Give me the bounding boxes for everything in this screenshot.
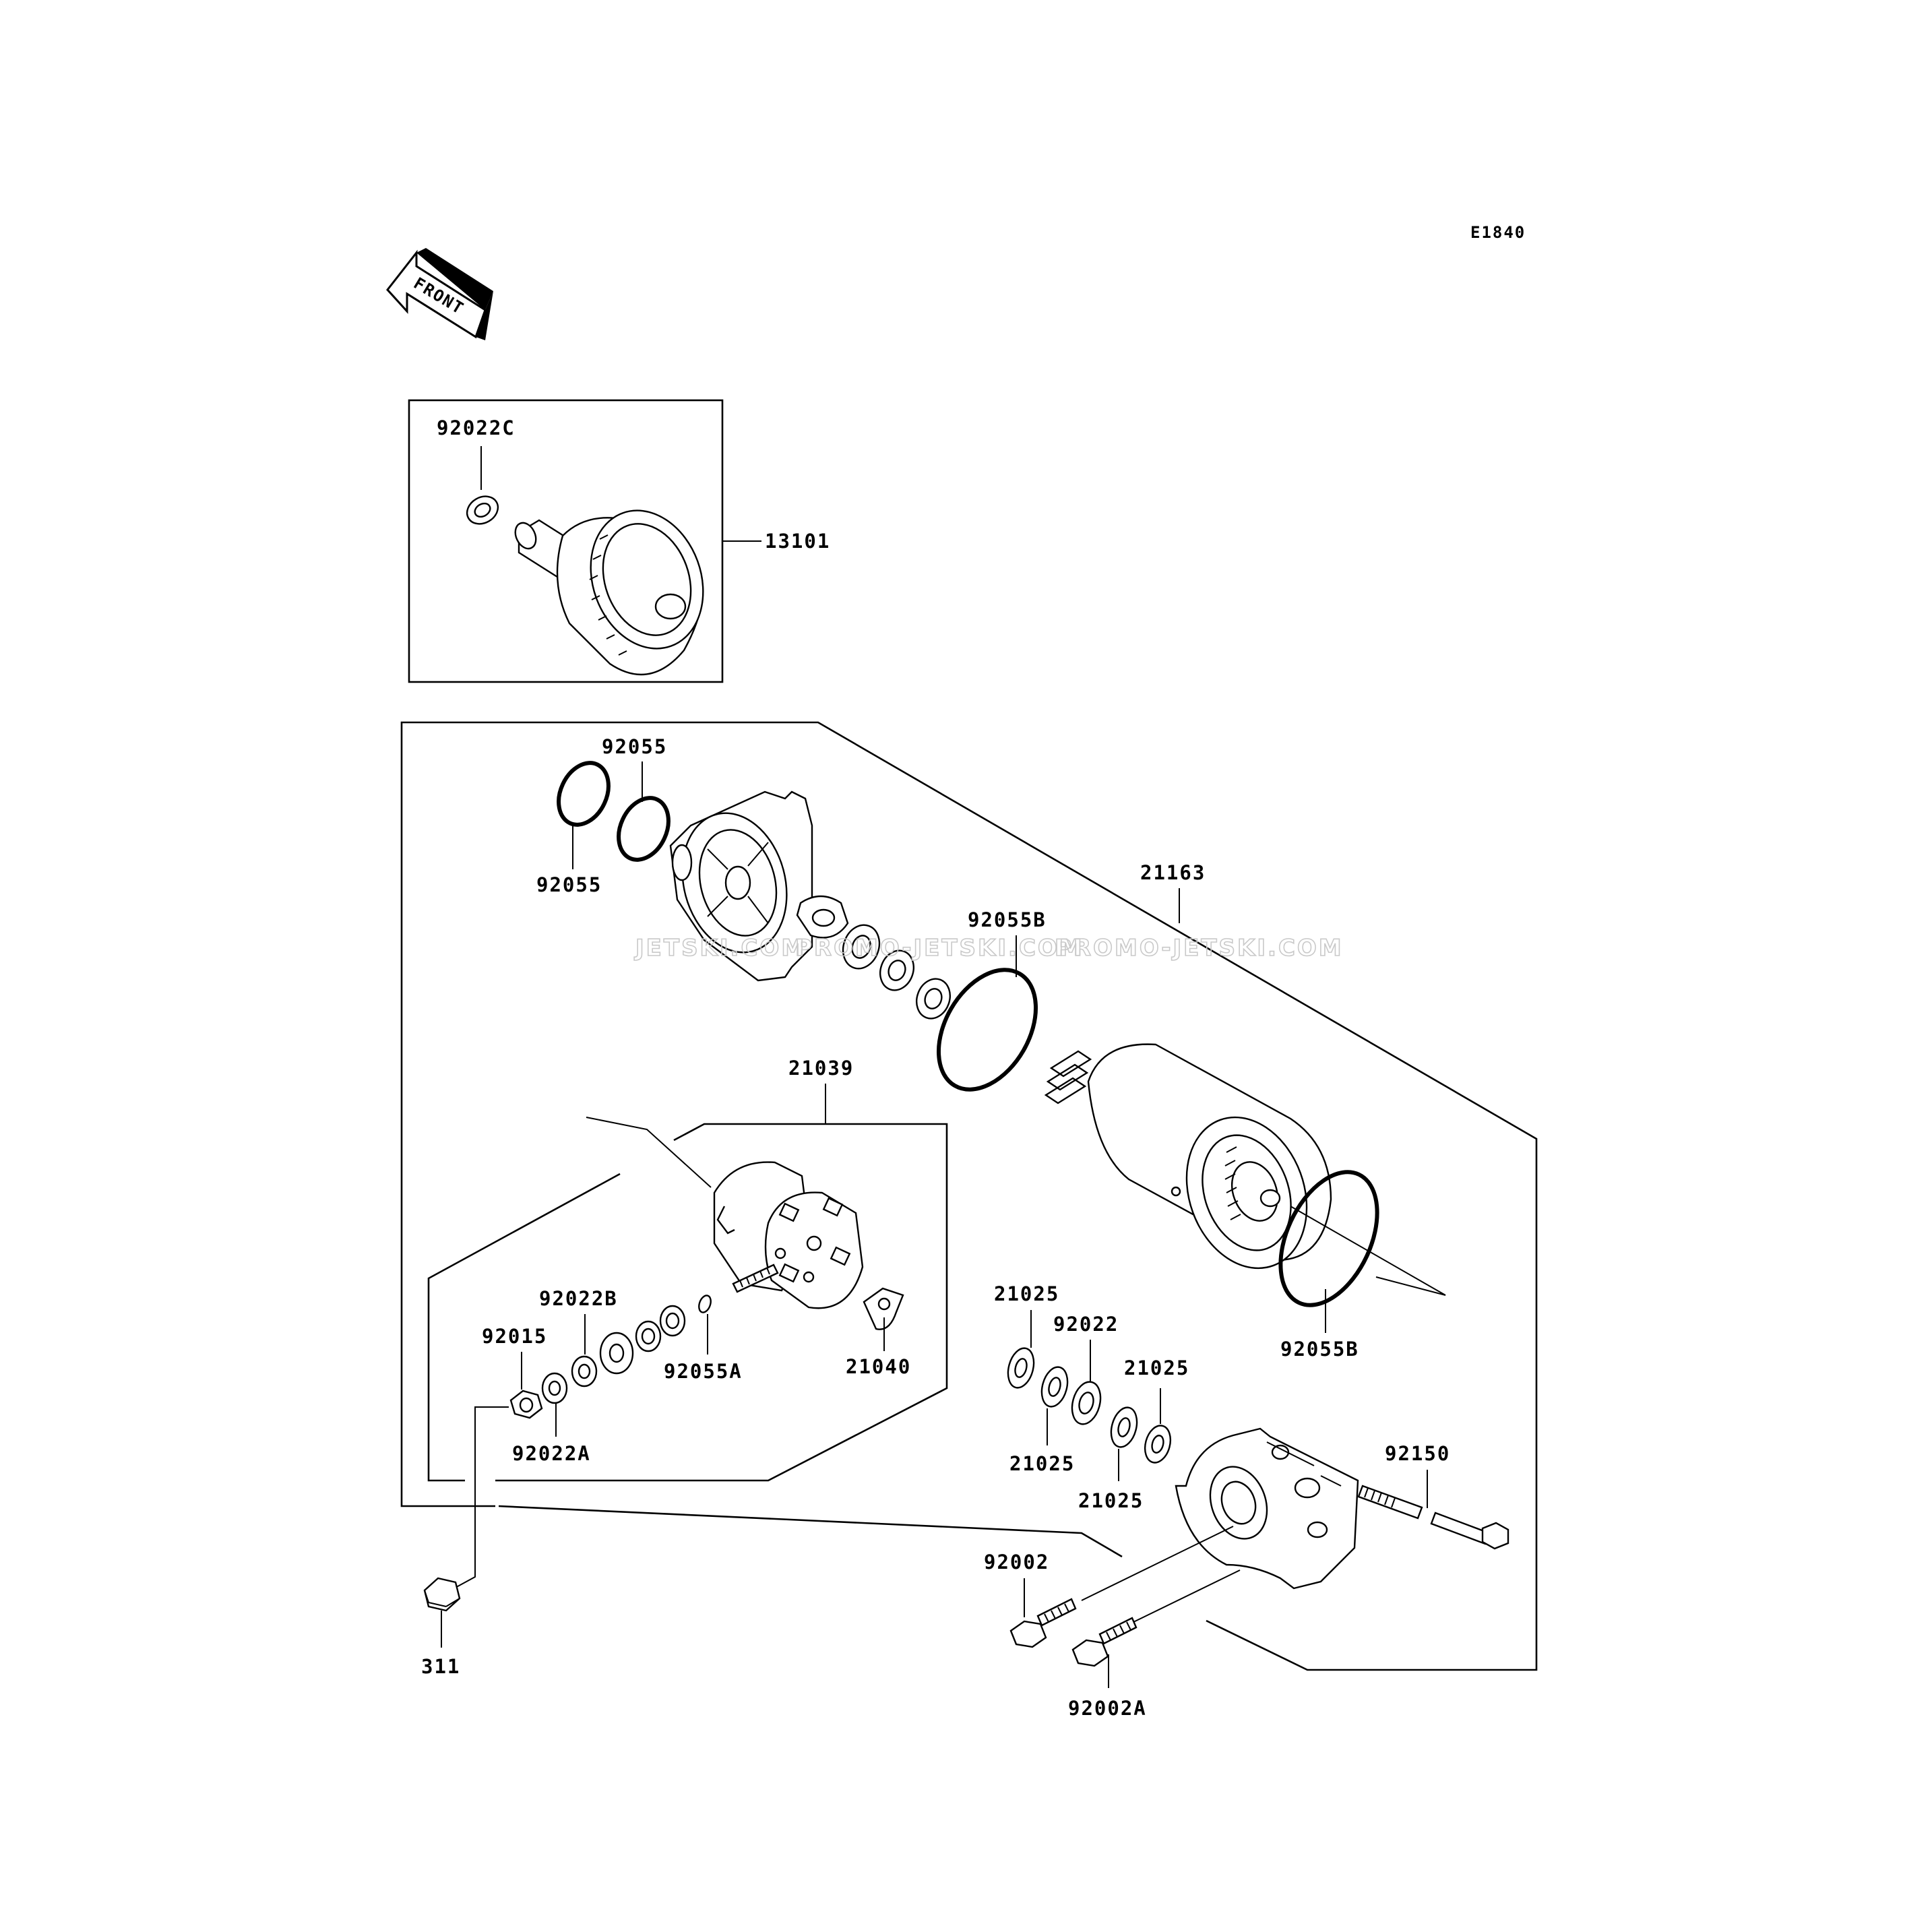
starter-clutch-13101	[514, 509, 704, 676]
part-label-92055B-bottom: 92055B	[1280, 1338, 1359, 1361]
shim-21025-d	[1144, 1425, 1172, 1464]
shim-21025-b	[1040, 1366, 1069, 1408]
part-label-21040: 21040	[846, 1355, 911, 1378]
part-label-21025-c: 21025	[1078, 1489, 1144, 1512]
shim-21025-c	[1110, 1406, 1138, 1448]
spring-21040	[863, 1287, 904, 1330]
shim-21025-a	[1007, 1347, 1035, 1389]
guide-line	[1131, 1569, 1241, 1623]
washer-92022	[1071, 1381, 1102, 1425]
part-label-92002: 92002	[984, 1551, 1049, 1573]
diagram-code: E1840	[1470, 223, 1526, 242]
front-arrow-icon: FRONT	[386, 248, 493, 340]
leader-line	[452, 1406, 509, 1590]
nut-311	[423, 1577, 461, 1612]
brush-holder-21039	[713, 1161, 864, 1309]
part-label-92055-top: 92055	[602, 735, 667, 758]
part-label-21025-d: 21025	[1124, 1357, 1189, 1379]
part-label-92022A: 92022A	[512, 1442, 591, 1465]
watermark-text-1: JETSKI.COM	[634, 935, 806, 962]
o-ring-92055B-top	[936, 968, 1038, 1092]
o-ring-92055-b	[617, 796, 671, 862]
part-label-92055A: 92055A	[664, 1360, 743, 1383]
part-label-92002A: 92002A	[1068, 1697, 1147, 1720]
washer	[635, 1320, 662, 1352]
watermark-text-3: PROMO-JETSKI.COM	[1055, 935, 1344, 962]
part-label-92055-left: 92055	[536, 873, 602, 896]
guide-line	[1081, 1526, 1234, 1601]
washer-92055A	[698, 1295, 712, 1313]
bolt-92002A	[1071, 1617, 1138, 1667]
yoke-assembly	[1044, 1043, 1332, 1270]
part-label-311: 311	[421, 1655, 460, 1678]
washer	[659, 1305, 686, 1337]
part-label-92022B: 92022B	[539, 1287, 618, 1310]
assembly-box-21163-lower	[498, 1505, 1123, 1558]
part-label-92150: 92150	[1385, 1442, 1450, 1465]
o-ring-92055-a	[557, 761, 611, 827]
terminal-bolt	[732, 1264, 779, 1293]
washer	[879, 949, 914, 991]
guide-line	[586, 1117, 712, 1188]
part-label-92055B-top: 92055B	[968, 908, 1047, 931]
washer-92022C	[466, 495, 499, 525]
through-bolt-92150	[1357, 1485, 1509, 1550]
part-label-21025-a: 21025	[994, 1282, 1059, 1305]
assembly-box-21039-left	[427, 1173, 621, 1482]
part-label-21163: 21163	[1140, 861, 1206, 884]
assembly-box-21163	[400, 721, 1538, 1671]
watermark-text-2: PROMO-JETSKI.COM	[795, 935, 1084, 962]
washer-92022B	[571, 1355, 598, 1388]
front-cover	[669, 790, 813, 982]
part-label-92015: 92015	[482, 1325, 547, 1348]
nut-92015	[509, 1390, 543, 1419]
part-label-92022C: 92022C	[437, 416, 516, 439]
assembly-box-21039	[495, 1123, 948, 1482]
rear-cover	[1175, 1427, 1359, 1590]
guide-line	[1290, 1206, 1446, 1296]
lock-plate	[796, 895, 849, 939]
part-label-92022: 92022	[1053, 1313, 1119, 1336]
part-label-21039: 21039	[788, 1057, 854, 1080]
part-label-21025-b: 21025	[1009, 1452, 1075, 1475]
part-label-13101: 13101	[765, 530, 830, 553]
washer	[916, 978, 951, 1020]
o-ring-92055B-bottom	[1278, 1170, 1379, 1307]
washer	[842, 924, 881, 970]
washer-92022A	[541, 1372, 568, 1404]
bolt-92002	[1009, 1598, 1077, 1648]
insulator	[599, 1332, 634, 1375]
